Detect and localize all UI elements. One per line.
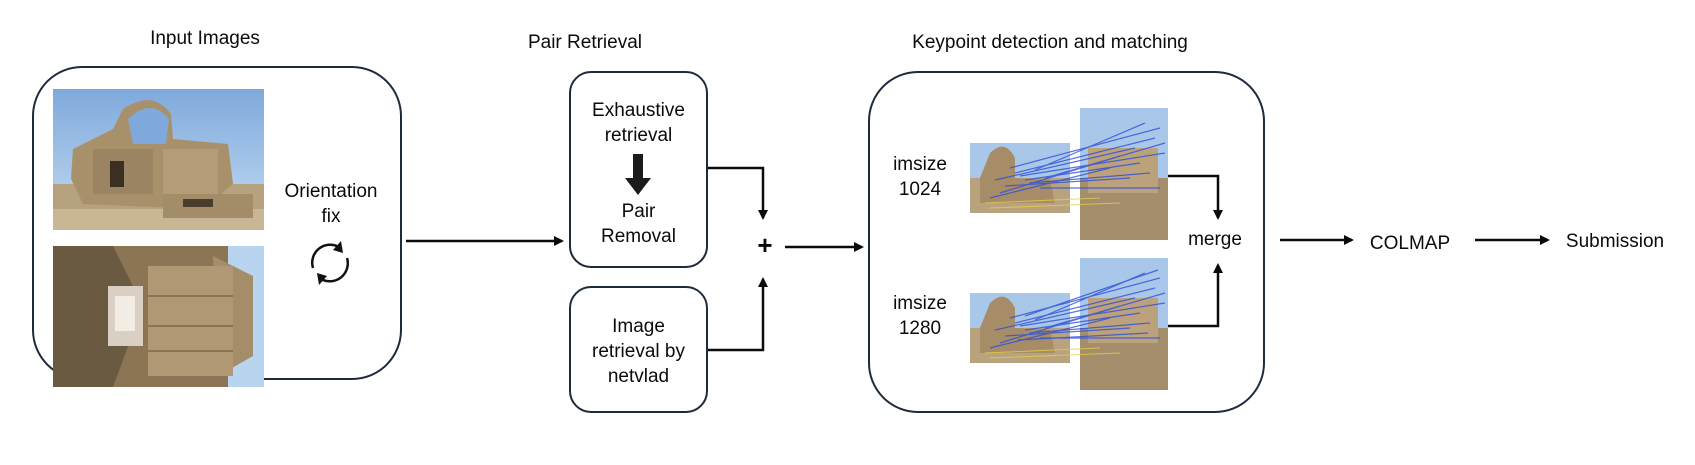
pair-removal-line1: Pair [621, 201, 656, 222]
rotated-ruin-photo [53, 246, 264, 387]
imsize-1280-label: imsize 1280 [880, 291, 960, 341]
imsize-1024-label: imsize 1024 [880, 152, 960, 202]
arrow-netvlad-to-plus [708, 277, 768, 352]
netvlad-line1: Image [612, 316, 665, 337]
arrow-match1280-to-merge [1168, 263, 1223, 328]
netvlad-retrieval-label: Image retrieval by netvlad [569, 314, 708, 389]
merge-label: merge [1188, 229, 1242, 250]
exhaustive-retrieval-label: Exhaustive retrieval [569, 98, 708, 148]
exhaustive-line1: Exhaustive [592, 100, 685, 121]
netvlad-line3: netvlad [607, 366, 670, 387]
pair-retrieval-title: Pair Retrieval [527, 32, 643, 53]
orientation-label-line1: Orientation [284, 181, 378, 202]
down-arrow-icon [625, 154, 651, 195]
colmap-label: COLMAP [1369, 233, 1451, 254]
netvlad-retrieval-box [569, 286, 708, 413]
imsize-a-line1: imsize [893, 154, 947, 175]
upright-ruin-photo [53, 89, 264, 230]
pair-removal-label: Pair Removal [569, 199, 708, 249]
keypoint-section-title: Keypoint detection and matching [912, 32, 1188, 53]
imsize-b-line2: 1280 [898, 318, 942, 339]
imsize-a-line2: 1024 [898, 179, 942, 200]
match-visualization-1024 [970, 108, 1168, 240]
match-visualization-1280 [970, 258, 1168, 390]
arrow-exhaustive-to-plus [708, 166, 768, 220]
orientation-label-line2: fix [321, 206, 341, 227]
rotate-icon [310, 241, 350, 285]
arrow-match1024-to-merge [1168, 174, 1223, 220]
exhaustive-line2: retrieval [604, 125, 673, 146]
submission-label: Submission [1565, 231, 1665, 252]
combine-plus: + [757, 230, 773, 260]
imsize-b-line1: imsize [893, 293, 947, 314]
pair-removal-line2: Removal [601, 226, 676, 247]
input-images-title: Input Images [150, 28, 260, 49]
netvlad-line2: retrieval by [592, 341, 685, 362]
orientation-fix-label: Orientation fix [268, 179, 394, 229]
